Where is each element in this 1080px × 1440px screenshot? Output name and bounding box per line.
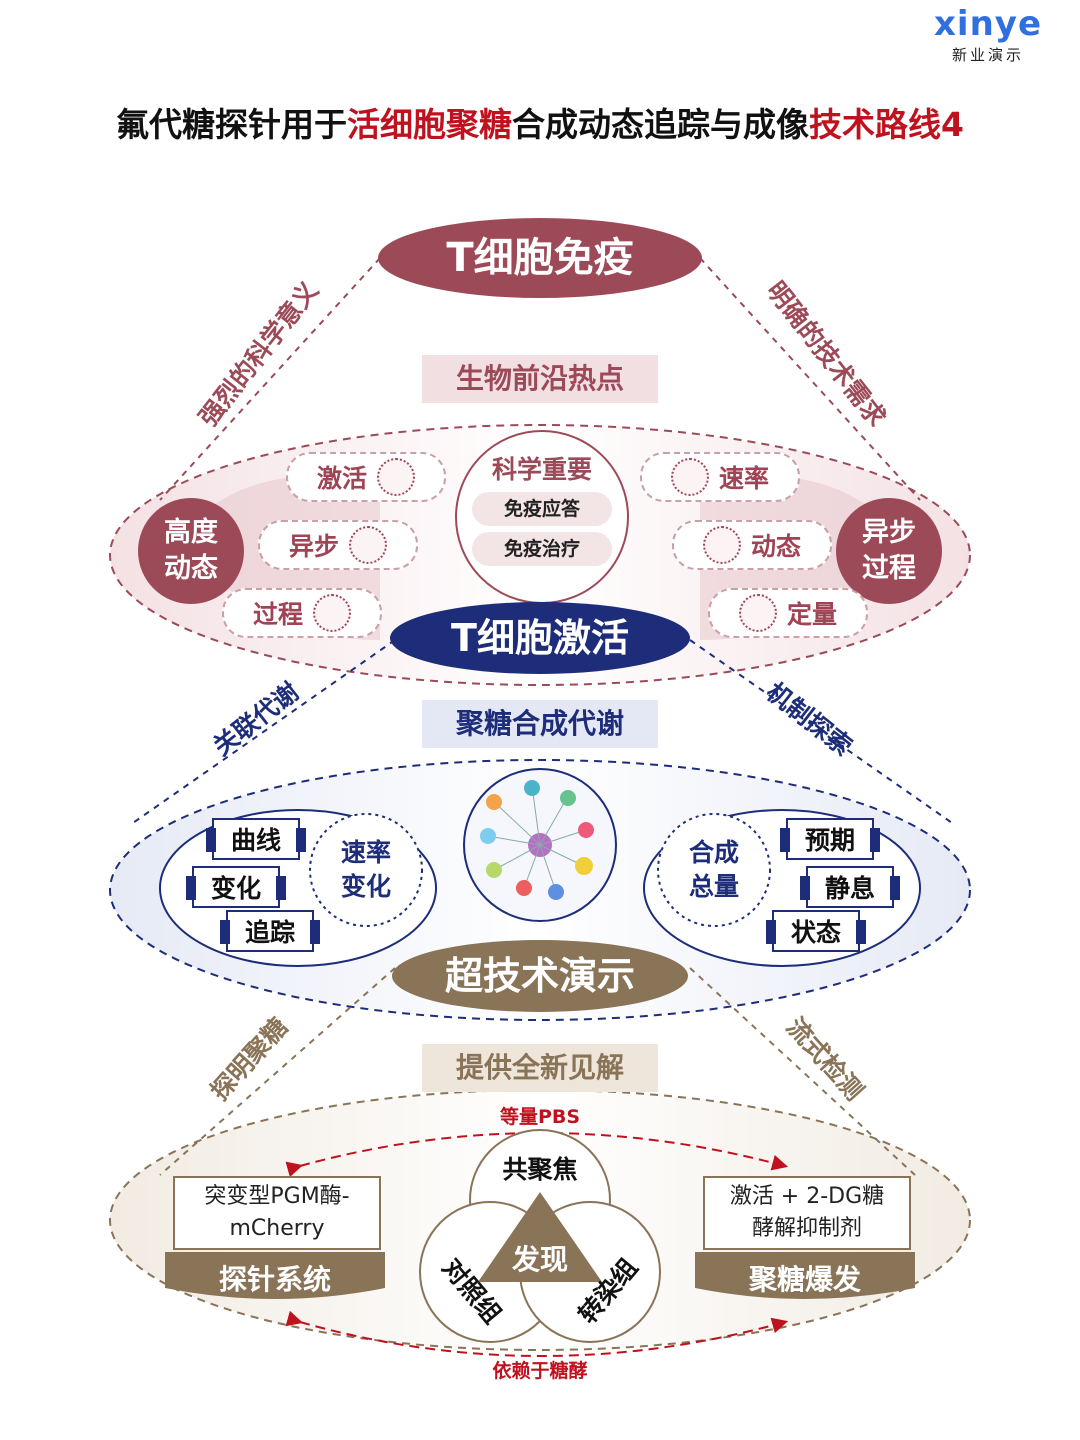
chip-rate: 速率 — [640, 452, 800, 502]
bottom-arrow-label: 依赖于糖酵 — [492, 1360, 588, 1382]
chip-quantitative: 定量 — [708, 588, 868, 638]
page-title: 氟代糖探针用于活细胞聚糖合成动态追踪与成像技术路线4 — [0, 98, 1080, 146]
cell-thumbnail-icon — [702, 526, 741, 564]
tag-resting: 静息 — [800, 866, 900, 908]
right-base-shape — [695, 1252, 915, 1299]
cell-thumbnail-icon — [313, 594, 351, 632]
pill-t-cell-immunity: T细胞免疫 — [378, 218, 702, 298]
top-arrow-label: 等量PBS — [499, 1106, 581, 1128]
section3-connector-right — [689, 967, 916, 1176]
chip-dynamic-label: 动态 — [750, 532, 801, 561]
pill-super-tech: 超技术演示 — [392, 940, 688, 1012]
section3-connector-left — [159, 967, 396, 1176]
chip-activation-label: 激活 — [316, 464, 367, 493]
title-highlight2: 技术路线4 — [809, 105, 964, 144]
pill-t-cell-activation: T细胞激活 — [390, 602, 690, 674]
chip-dynamic: 动态 — [672, 520, 832, 570]
chip-rate-label: 速率 — [718, 464, 769, 493]
chip-quantitative-label: 定量 — [786, 600, 837, 629]
chip-activation: 激活 — [286, 452, 446, 502]
probe-system-box: 突变型PGM酶- mCherry — [173, 1176, 381, 1250]
tag-expected: 预期 — [780, 818, 880, 860]
band-glycan-metabolism: 聚糖合成代谢 — [422, 700, 658, 748]
chip-process: 过程 — [222, 588, 382, 638]
section2-connector-left — [129, 639, 396, 826]
synthesis-total-label: 合成 总量 — [688, 838, 739, 901]
title-part2: 合成动态追踪与成像 — [512, 105, 810, 144]
title-part1: 氟代糖探针用于 — [116, 105, 348, 144]
cell-thumbnail-icon — [670, 458, 709, 496]
brand-logo: xinye — [933, 4, 1042, 44]
probe-system-label: 探针系统 — [218, 1263, 331, 1296]
section2-connector-right — [689, 639, 956, 826]
chip-async-label: 异步 — [288, 532, 339, 561]
signaling-network-icon — [480, 780, 594, 900]
tag-state: 状态 — [766, 910, 866, 952]
circle-high-dynamic: 高度 动态 — [138, 498, 244, 604]
cell-thumbnail-icon — [349, 526, 387, 564]
tag-curve: 曲线 — [206, 818, 306, 860]
glycan-burst-label: 聚糖爆发 — [748, 1263, 861, 1296]
bottom-arrow — [285, 1310, 789, 1357]
venn-triangle — [478, 1192, 602, 1282]
band-new-insights: 提供全新见解 — [422, 1044, 658, 1092]
cell-thumbnail-icon — [738, 594, 777, 632]
venn-label-confocal: 共聚焦 — [502, 1155, 578, 1184]
circle-async-process: 异步 过程 — [836, 498, 942, 604]
left-base-shape — [165, 1252, 385, 1299]
rate-change-label: 速率 变化 — [340, 838, 391, 901]
tag-change: 变化 — [186, 866, 286, 908]
section2-left-inner-circle — [309, 813, 423, 927]
brand-subtitle: 新业演示 — [951, 46, 1024, 64]
band-frontier: 生物前沿热点 — [422, 355, 658, 403]
chip-async: 异步 — [258, 520, 418, 570]
glycan-burst-box: 激活 + 2-DG糖 酵解抑制剂 — [703, 1176, 911, 1250]
tag-tracking: 追踪 — [220, 910, 320, 952]
circle-high-dynamic-label: 高度 动态 — [164, 517, 218, 584]
circle-async-process-label: 异步 过程 — [862, 517, 916, 584]
chip-process-label: 过程 — [252, 600, 303, 629]
section2-right-inner-circle — [657, 813, 771, 927]
center-importance-circle: 科学重要 免疫应答 免疫治疗 — [455, 430, 629, 604]
title-highlight1: 活细胞聚糖 — [347, 105, 513, 144]
center-item-immunotherapy: 免疫治疗 — [472, 532, 612, 566]
center-item-immune-response: 免疫应答 — [472, 492, 612, 526]
cell-thumbnail-icon — [377, 458, 415, 496]
center-importance-title: 科学重要 — [491, 455, 592, 484]
venn-center-discovery: 发现 — [511, 1243, 568, 1276]
